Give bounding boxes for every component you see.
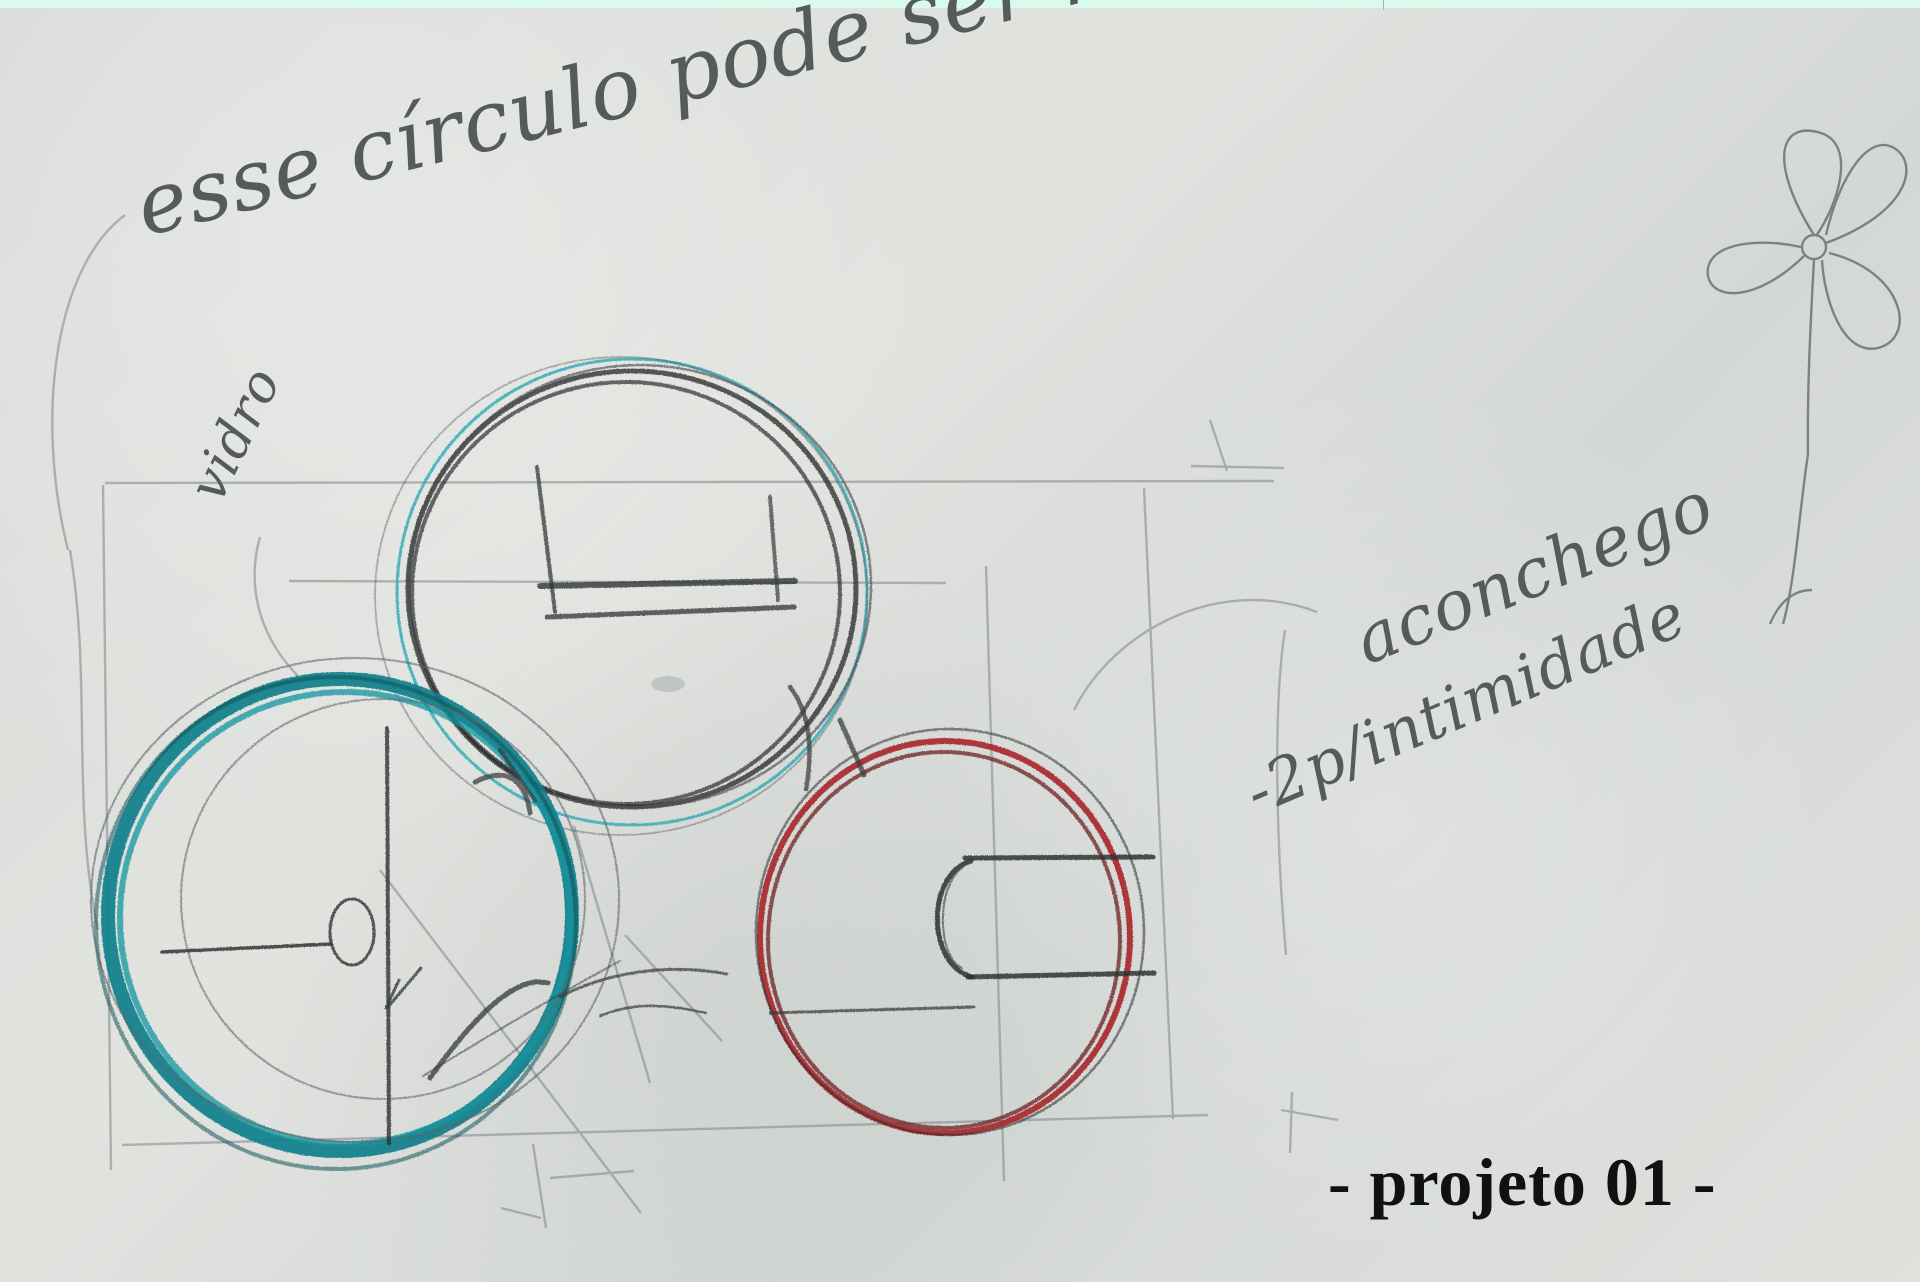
- top-note: esse círculo pode ser maior: [126, 0, 1318, 255]
- project-caption: - projeto 01 -: [1328, 1143, 1717, 1222]
- red-circle-group: [756, 729, 1154, 1135]
- flower-doodle: [1708, 131, 1907, 624]
- left-note: vidro: [178, 358, 294, 511]
- upper-circle-group: [375, 357, 871, 835]
- teal-circle-group: [91, 658, 619, 1169]
